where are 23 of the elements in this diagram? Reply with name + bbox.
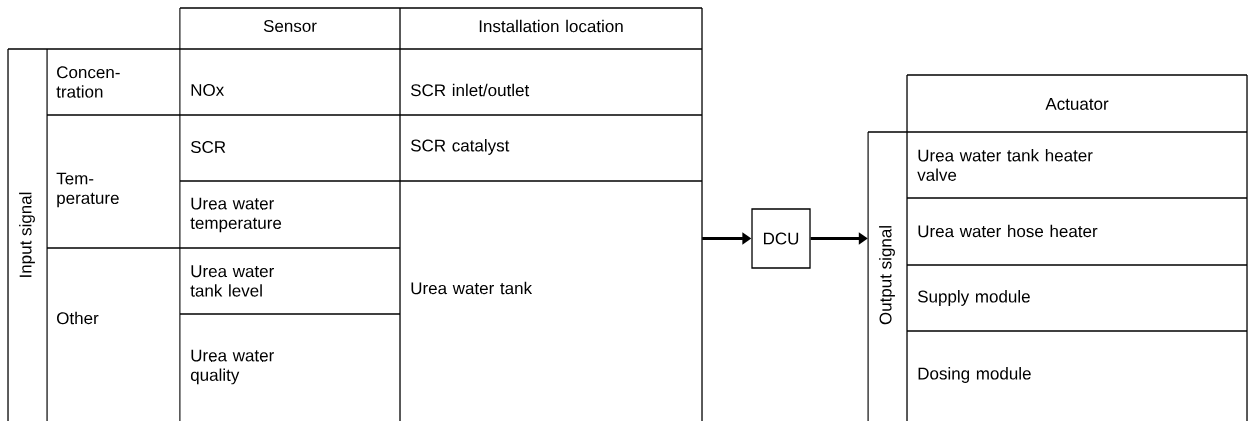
table-cell-text: Urea water tank [411, 281, 533, 295]
table-cell-text: Supply module [918, 290, 1030, 306]
actuator-table [867, 74, 1248, 421]
column-header: Sensor [263, 20, 317, 33]
table-cell-text: SCR inlet/outlet [411, 83, 530, 97]
table-cell-text: Concen- tration [56, 66, 120, 98]
row-header: Input signal [19, 192, 35, 277]
table-cell-text: Urea water quality [190, 349, 274, 385]
table-cell-text: Tem- perature [56, 172, 119, 208]
table-cell-text: Urea water tank level [190, 265, 274, 297]
table-cell-text: Urea water temperature [190, 197, 282, 233]
table-cell-text: Urea water tank heater valve [917, 149, 1093, 181]
table-cell-text: Dosing module [918, 367, 1031, 383]
column-header: Actuator [1045, 98, 1109, 110]
table-cell-text: SCR catalyst [411, 139, 510, 155]
table-cell-text: Other [57, 311, 99, 325]
sensor-table [7, 7, 703, 421]
row-header: Output signal [879, 226, 895, 325]
column-header: Installation location [479, 19, 623, 33]
process-box: DCU [751, 208, 811, 269]
table-cell-text: NOx [191, 84, 224, 97]
table-cell-text: Urea water hose heater [918, 224, 1098, 238]
table-cell-text: SCR [190, 141, 226, 154]
